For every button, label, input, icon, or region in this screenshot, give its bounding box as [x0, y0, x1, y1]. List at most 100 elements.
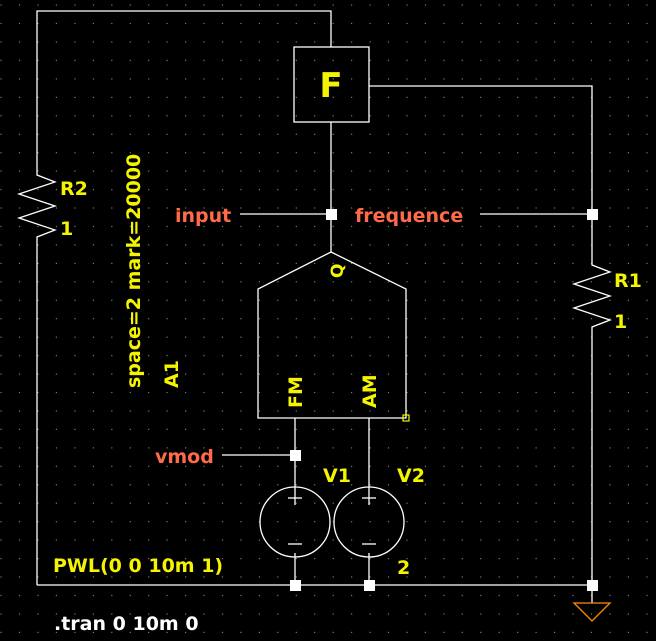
- grid-dot: [185, 189, 187, 191]
- grid-dot: [424, 484, 426, 486]
- grid-dot: [185, 299, 187, 301]
- grid-dot: [37, 410, 39, 412]
- node-input[interactable]: [326, 209, 337, 220]
- grid-dot: [443, 115, 445, 117]
- grid-dot: [535, 484, 537, 486]
- spice-directive[interactable]: .tran 0 10m 0: [54, 613, 199, 635]
- grid-dot: [277, 539, 279, 541]
- ground-symbol[interactable]: [572, 602, 612, 622]
- grid-dot: [314, 189, 316, 191]
- grid-dot: [461, 355, 463, 357]
- a1-pin-marker: [402, 414, 410, 422]
- grid-dot: [37, 41, 39, 43]
- net-label-frequence[interactable]: frequence: [355, 205, 463, 227]
- node-bottom-r1[interactable]: [587, 580, 598, 591]
- grid-dot: [424, 613, 426, 615]
- grid-dot: [92, 631, 94, 633]
- grid-dot: [554, 355, 556, 357]
- node-bottom-v2[interactable]: [364, 580, 375, 591]
- node-frequence[interactable]: [587, 209, 598, 220]
- grid-dot: [332, 299, 334, 301]
- resistor-r2[interactable]: [16, 168, 58, 244]
- grid-dot: [387, 576, 390, 578]
- a1-name-label: A1: [161, 360, 183, 388]
- grid-dot: [277, 281, 279, 283]
- voltage-source-v2[interactable]: [333, 486, 405, 558]
- grid-dot: [37, 244, 39, 246]
- grid-dot: [314, 281, 316, 283]
- grid-dot: [609, 299, 611, 301]
- wire-f-to-r1[interactable]: [369, 85, 593, 214]
- grid-dot: [572, 262, 574, 264]
- node-bottom-v1[interactable]: [290, 580, 301, 591]
- voltage-source-v1[interactable]: [259, 486, 331, 558]
- grid-dot: [461, 484, 463, 486]
- node-vmod[interactable]: [290, 450, 301, 461]
- grid-dot: [74, 594, 76, 597]
- grid-dot: [221, 594, 224, 597]
- grid-dot: [74, 613, 76, 615]
- grid-dot: [461, 4, 463, 6]
- grid-dot: [535, 594, 537, 597]
- grid-dot: [461, 539, 463, 541]
- modulator-a1[interactable]: [257, 251, 410, 422]
- grid-dot: [627, 391, 629, 394]
- grid-dot: [0, 244, 2, 246]
- grid-dot: [480, 299, 482, 301]
- grid-dot: [92, 502, 94, 504]
- grid-dot: [332, 4, 334, 6]
- grid-dot: [443, 410, 445, 412]
- grid-dot: [314, 170, 316, 172]
- grid-dot: [37, 502, 39, 504]
- grid-dot: [277, 299, 279, 301]
- grid-dot: [55, 225, 57, 228]
- grid-dot: [572, 225, 574, 228]
- grid-dot: [0, 373, 2, 375]
- resistor-r1[interactable]: [571, 258, 613, 334]
- grid-dot: [498, 189, 500, 191]
- net-label-vmod[interactable]: vmod: [155, 446, 214, 468]
- grid-dot: [314, 78, 316, 80]
- net-label-input[interactable]: input: [175, 205, 231, 227]
- grid-dot: [646, 521, 648, 523]
- grid-dot: [627, 594, 629, 597]
- r2-value-label: 1: [60, 218, 73, 240]
- grid-dot: [609, 78, 611, 80]
- grid-dot: [351, 391, 353, 394]
- grid-dot: [554, 336, 556, 338]
- grid-dot: [461, 262, 463, 264]
- grid-dot: [92, 262, 94, 264]
- grid-dot: [387, 447, 390, 449]
- grid-dot: [314, 244, 316, 246]
- grid-dot: [443, 318, 445, 320]
- grid-dot: [166, 78, 168, 80]
- wire-r2-top[interactable]: [36, 10, 332, 168]
- grid-dot: [461, 465, 463, 467]
- grid-dot: [295, 613, 297, 615]
- grid-dot: [148, 391, 150, 394]
- grid-dot: [443, 447, 445, 449]
- grid-dot: [627, 281, 629, 283]
- grid-dot: [646, 631, 648, 633]
- grid-dot: [627, 502, 629, 504]
- grid-dot: [517, 594, 519, 597]
- grid-dot: [277, 152, 279, 154]
- grid-dot: [295, 539, 297, 541]
- grid-dot: [277, 318, 279, 320]
- grid-dot: [480, 391, 482, 394]
- grid-dot: [424, 22, 426, 25]
- grid-dot: [498, 594, 500, 597]
- grid-dot: [203, 281, 205, 283]
- grid-dot: [148, 189, 150, 191]
- grid-dot: [92, 281, 94, 283]
- f-block[interactable]: F: [293, 46, 370, 123]
- grid-dot: [129, 41, 131, 43]
- grid-dot: [203, 299, 205, 301]
- grid-dot: [185, 447, 187, 449]
- a1-pin-q-label: Q: [328, 264, 348, 278]
- grid-dot: [369, 631, 371, 633]
- grid-dot: [517, 281, 519, 283]
- grid-dot: [258, 428, 260, 430]
- grid-dot: [129, 4, 131, 6]
- grid-dot: [240, 502, 242, 504]
